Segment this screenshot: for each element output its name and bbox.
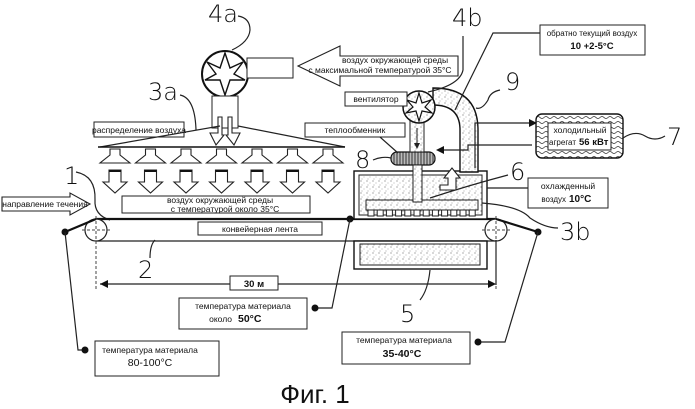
air-nozzle xyxy=(278,149,308,163)
ambient-max-line2: с максимальной температурой 35°C xyxy=(308,65,451,75)
flow-direction-label: направление течения xyxy=(2,199,88,209)
air-nozzle xyxy=(171,149,201,163)
ref-3a: 3a xyxy=(148,78,178,106)
fan-4b xyxy=(403,91,435,123)
cooled-line1: охлажденный xyxy=(541,181,595,191)
return-duct-9 xyxy=(433,88,478,172)
counterflow-line2: 10 +2-5°C xyxy=(570,41,613,52)
ambient-max-line1: воздух окружающей среды xyxy=(342,55,448,65)
air-outlet xyxy=(423,210,429,216)
air-outlet xyxy=(451,210,457,216)
conveyor-label: конвейерная лента xyxy=(222,224,298,234)
ref-6: 6 xyxy=(510,158,525,186)
ref-4b: 4b xyxy=(452,4,483,32)
air-nozzle xyxy=(207,149,237,163)
mat-temp-start-line2: 80-100°C xyxy=(128,357,173,369)
heat-exchanger-8 xyxy=(391,152,435,165)
ref-5: 5 xyxy=(400,300,415,328)
heat-exchanger-label: теплообменник xyxy=(325,125,386,135)
mat-temp-mid-line1: температура материала xyxy=(195,301,291,311)
ref-9: 9 xyxy=(505,68,520,96)
ref-2: 2 xyxy=(138,256,153,284)
air-distribution-label: распределение воздуха xyxy=(92,125,186,135)
mat-temp-mid-line2-text: около xyxy=(209,314,232,324)
air-nozzle xyxy=(242,149,272,163)
counterflow-line1: обратно текущий воздух xyxy=(547,29,638,38)
air-nozzle xyxy=(313,149,343,163)
mat-temp-mid-line2-value: 50°C xyxy=(238,313,262,325)
airflow-down-arrow xyxy=(316,170,340,193)
cooled-line2-value: 10°C xyxy=(569,194,591,205)
cooled-line2-text: воздух xyxy=(541,195,566,204)
air-outlet xyxy=(442,210,448,216)
air-outlet xyxy=(368,210,374,216)
length-label: 30 м xyxy=(244,279,264,290)
ref-1: 1 xyxy=(64,162,79,190)
ref-3b: 3b xyxy=(560,218,591,246)
fan-label: вентилятор xyxy=(353,94,399,104)
air-outlet xyxy=(396,210,402,216)
lower-chamber-5 xyxy=(354,241,487,269)
ref-4a: 4a xyxy=(208,0,238,28)
nozzle-row xyxy=(100,149,343,193)
fan-4a xyxy=(202,51,293,128)
chiller-line1: холодильный xyxy=(554,125,607,135)
airflow-down-arrow xyxy=(210,170,234,193)
air-nozzle xyxy=(136,149,166,163)
ref-7: 7 xyxy=(667,123,682,151)
air-outlet xyxy=(414,210,420,216)
airflow-down-arrow xyxy=(174,170,198,193)
chiller-line2-text: агрегат xyxy=(549,138,576,147)
air-outlet xyxy=(469,210,475,216)
air-outlet xyxy=(432,210,438,216)
mat-temp-end-line1: температура материала xyxy=(356,335,452,345)
mat-temp-start-line1: температура материала xyxy=(102,345,198,355)
air-nozzle xyxy=(100,149,130,163)
mat-temp-end-line2: 35-40°C xyxy=(383,348,422,360)
air-outlet xyxy=(377,210,383,216)
ambient-line2: с температурой около 35°C xyxy=(171,204,280,214)
airflow-down-arrow xyxy=(245,170,269,193)
ref-8: 8 xyxy=(355,146,370,174)
air-outlet xyxy=(460,210,466,216)
air-outlet xyxy=(405,210,411,216)
figure-caption: Фиг. 1 xyxy=(280,379,350,409)
chiller-line2-value: 56 кВт xyxy=(579,137,609,148)
airflow-down-arrow xyxy=(103,170,127,193)
airflow-down-arrow xyxy=(139,170,163,193)
air-outlet xyxy=(386,210,392,216)
airflow-down-arrow xyxy=(281,170,305,193)
